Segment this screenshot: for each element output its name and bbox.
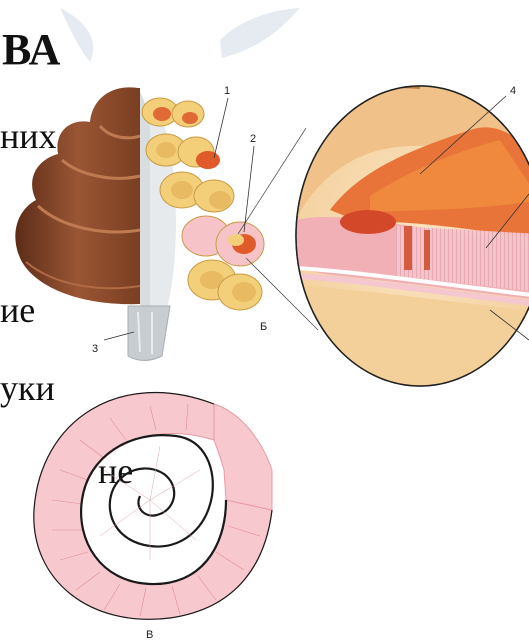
- label-3: 3: [92, 343, 98, 355]
- label-1: 1: [224, 85, 230, 97]
- auditory-nerve: [128, 306, 170, 361]
- label-panel-v: В: [146, 629, 153, 641]
- magnified-organ-of-corti: [290, 80, 529, 400]
- cochlea-illustration: [15, 87, 318, 360]
- cochlea-outer-shell: [15, 87, 140, 304]
- label-4: 4: [510, 85, 516, 97]
- decor-shape-right: [220, 8, 300, 58]
- spiral-outline: [81, 435, 226, 584]
- label-panel-b: Б: [260, 321, 267, 333]
- label-2: 2: [250, 133, 256, 145]
- decor-shape-left: [60, 8, 93, 62]
- spiral-basilar-membrane: [34, 392, 272, 619]
